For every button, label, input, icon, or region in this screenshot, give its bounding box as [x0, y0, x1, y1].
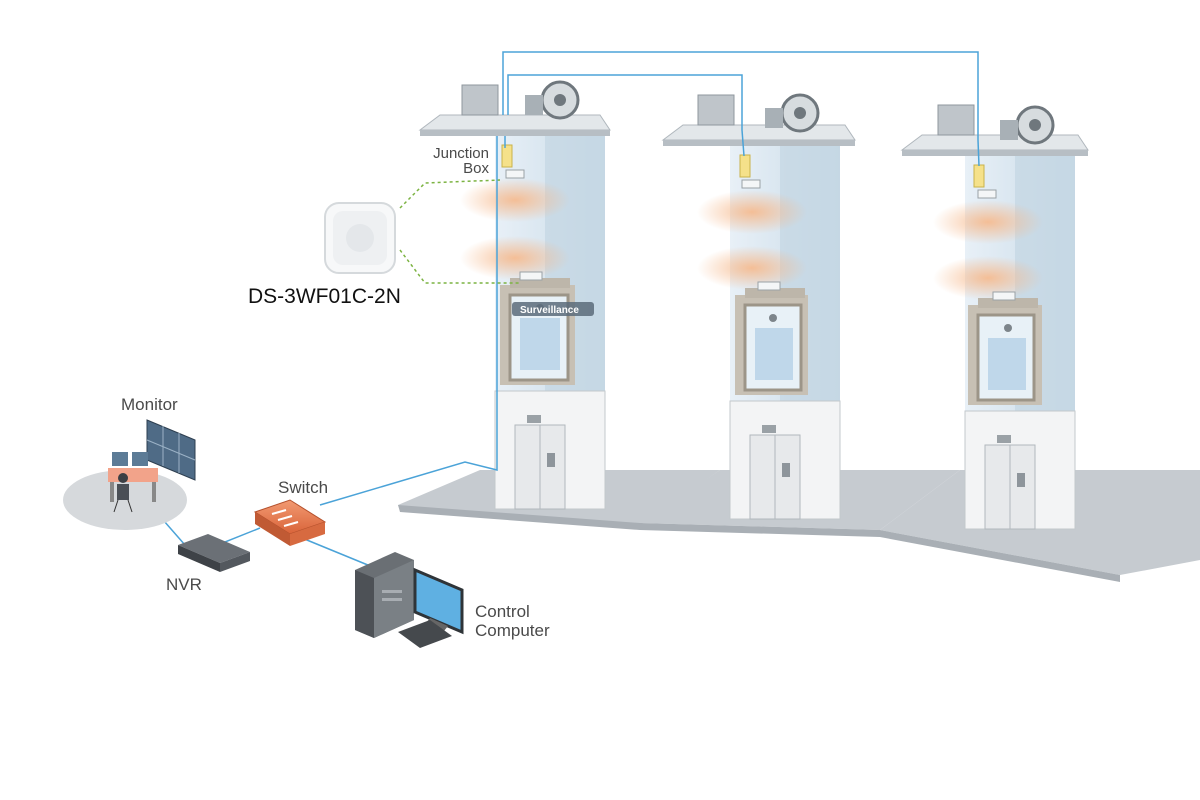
junction-box [501, 144, 513, 168]
radio-wave-3b [933, 256, 1043, 300]
radio-wave-1a [460, 178, 570, 222]
wireless-bridge-car-3 [992, 291, 1016, 301]
monitoring-station [63, 419, 196, 530]
wireless-bridge-car-1 [519, 271, 543, 281]
wireless-bridge-top-3 [977, 189, 997, 199]
wireless-bridge-device [324, 202, 396, 274]
radio-wave-2b [697, 246, 807, 290]
surveillance-label: Surveillance [520, 305, 579, 316]
switch-arrows-icon [271, 509, 299, 527]
surveillance-tag [512, 302, 594, 316]
elevator-shaft-2 [661, 93, 856, 520]
video-wall-icon [146, 419, 196, 481]
device-model-label: DS-3WF01C-2N [248, 285, 401, 308]
wireless-bridge-top-1 [505, 169, 525, 179]
call-button-icon [782, 463, 790, 477]
control-computer-label-line1: Control [475, 602, 530, 621]
control-computer-label-line2: Computer [475, 621, 550, 640]
switch-label: Switch [278, 478, 328, 497]
radio-wave-2a [697, 190, 807, 234]
nvr-label: NVR [166, 575, 202, 594]
computer-monitor-icon [413, 567, 464, 635]
call-button-icon [1017, 473, 1025, 487]
monitor-screen-icon [112, 452, 128, 466]
camera-icon [1004, 324, 1012, 332]
monitor-label: Monitor [121, 395, 178, 414]
nvr-device [178, 534, 250, 572]
wireless-bridge-car-2 [757, 281, 781, 291]
radio-wave-1b [460, 236, 570, 280]
control-computer [355, 552, 464, 648]
operator-icon [118, 473, 128, 483]
camera-icon [769, 314, 777, 322]
call-button-icon [547, 453, 555, 467]
keyboard-icon [398, 620, 452, 648]
junction-box-label-line2: Box [463, 160, 489, 177]
network-switch [253, 499, 327, 546]
junction-box-label-line1: Junction [433, 145, 489, 162]
junction-box [973, 164, 985, 188]
elevator-shaft-3 [900, 104, 1089, 530]
elevator-shaft-1 [418, 80, 611, 510]
junction-box [739, 154, 751, 178]
radio-wave-3a [933, 200, 1043, 244]
wireless-bridge-top-2 [741, 179, 761, 189]
wireless-links [399, 179, 520, 284]
